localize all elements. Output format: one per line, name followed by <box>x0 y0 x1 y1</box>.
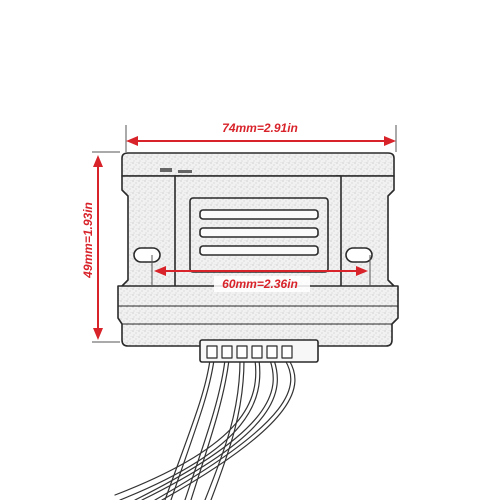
width-label-bg <box>212 120 308 136</box>
connector-pin-6 <box>281 345 293 359</box>
connector-pin-4 <box>251 345 263 359</box>
wire-6b <box>161 359 296 500</box>
top-plate-notch <box>160 168 172 172</box>
bottom-plate <box>117 285 399 347</box>
width-dimension: 74mm=2.91in <box>125 120 397 152</box>
wire-3b <box>210 359 245 500</box>
connector-pin-3 <box>236 345 248 359</box>
width-arrowhead-left <box>126 136 138 146</box>
width-label: 74mm=2.91in <box>222 121 298 135</box>
fin-3 <box>199 245 319 256</box>
top-plate <box>121 152 395 177</box>
wire-2b <box>190 359 230 500</box>
height-label-bg <box>80 190 96 290</box>
regulator-body <box>117 152 399 363</box>
height-label: 49mm=1.93in <box>81 202 95 279</box>
connector-pin-5 <box>266 345 278 359</box>
height-arrowhead-bottom <box>93 328 103 340</box>
connector-pin-2 <box>221 345 233 359</box>
connector-pin-1 <box>206 345 218 359</box>
hole-spacing-label: 60mm=2.36in <box>222 277 298 291</box>
wire-4b <box>119 359 261 500</box>
fin-1 <box>199 209 319 220</box>
left-wing <box>121 175 181 297</box>
wire-2 <box>184 359 226 500</box>
hole-arrowhead-left <box>154 266 166 276</box>
top-plate-notch-2 <box>178 170 192 173</box>
hole-label-bg <box>214 276 310 292</box>
mounting-hole-right <box>345 247 373 263</box>
wire-1 <box>164 359 211 500</box>
right-wing <box>335 175 395 297</box>
width-arrowhead-right <box>384 136 396 146</box>
mounting-hole-left <box>133 247 161 263</box>
wire-5b <box>141 359 278 500</box>
hole-spacing-dimension: 60mm=2.36in <box>151 255 371 292</box>
height-arrowhead-top <box>93 155 103 167</box>
wire-5 <box>134 359 274 500</box>
fin-2 <box>199 227 319 238</box>
connector-pins <box>206 345 293 359</box>
wire-bundle <box>114 359 296 500</box>
hole-arrowhead-right <box>356 266 368 276</box>
wire-4 <box>114 359 257 496</box>
height-dimension: 49mm=1.93in <box>80 151 120 343</box>
wire-6 <box>154 359 292 500</box>
